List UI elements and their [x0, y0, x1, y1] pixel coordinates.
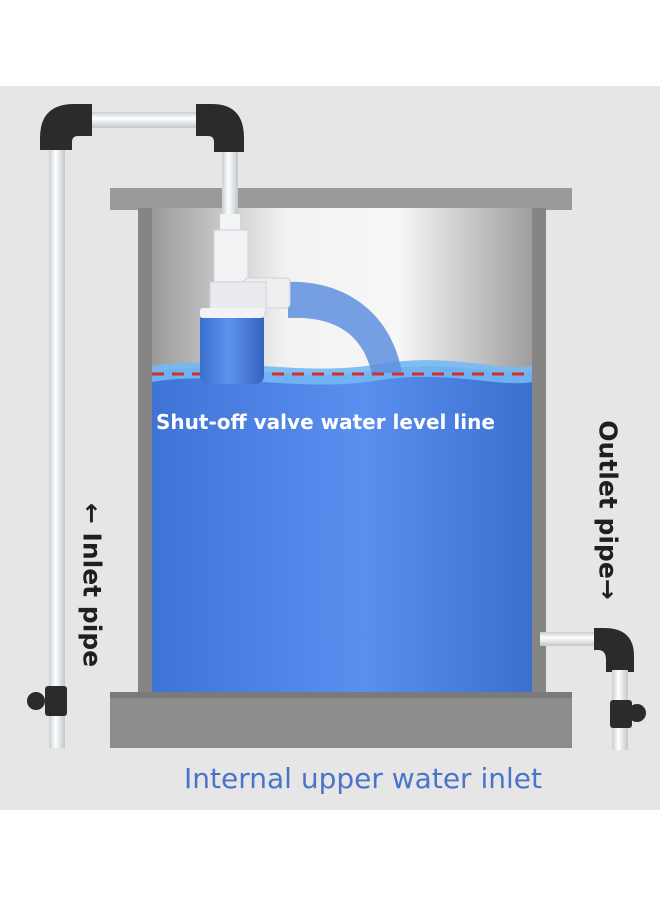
outlet-pipe-label: Outlet pipe→	[593, 420, 623, 600]
water-stream	[288, 281, 402, 374]
water-body	[152, 366, 532, 694]
tank-top-rim	[110, 188, 572, 210]
outlet-elbow	[594, 628, 634, 672]
outlet-pipe-horizontal	[540, 632, 598, 646]
inlet-elbow-right	[196, 104, 244, 152]
inlet-valve-body	[45, 686, 67, 716]
inlet-pipe-vertical	[49, 148, 65, 748]
tank-right-wall	[532, 208, 546, 694]
diagram-caption: Internal upper water inlet	[184, 762, 542, 795]
tank-left-wall	[138, 208, 152, 694]
inlet-pipe-down	[222, 150, 238, 220]
level-line-label: Shut-off valve water level line	[156, 410, 495, 434]
outlet-valve-handle	[628, 704, 646, 722]
valve-connector	[220, 214, 240, 232]
float-ball	[200, 312, 264, 384]
inlet-pipe-label: ← Inlet pipe	[77, 502, 107, 668]
tank-floor	[110, 692, 572, 748]
inlet-elbow-left	[40, 104, 92, 150]
inlet-valve-handle	[27, 692, 45, 710]
outlet-valve-body	[610, 700, 632, 728]
inlet-pipe-horizontal	[90, 112, 198, 128]
valve-body	[213, 229, 249, 285]
